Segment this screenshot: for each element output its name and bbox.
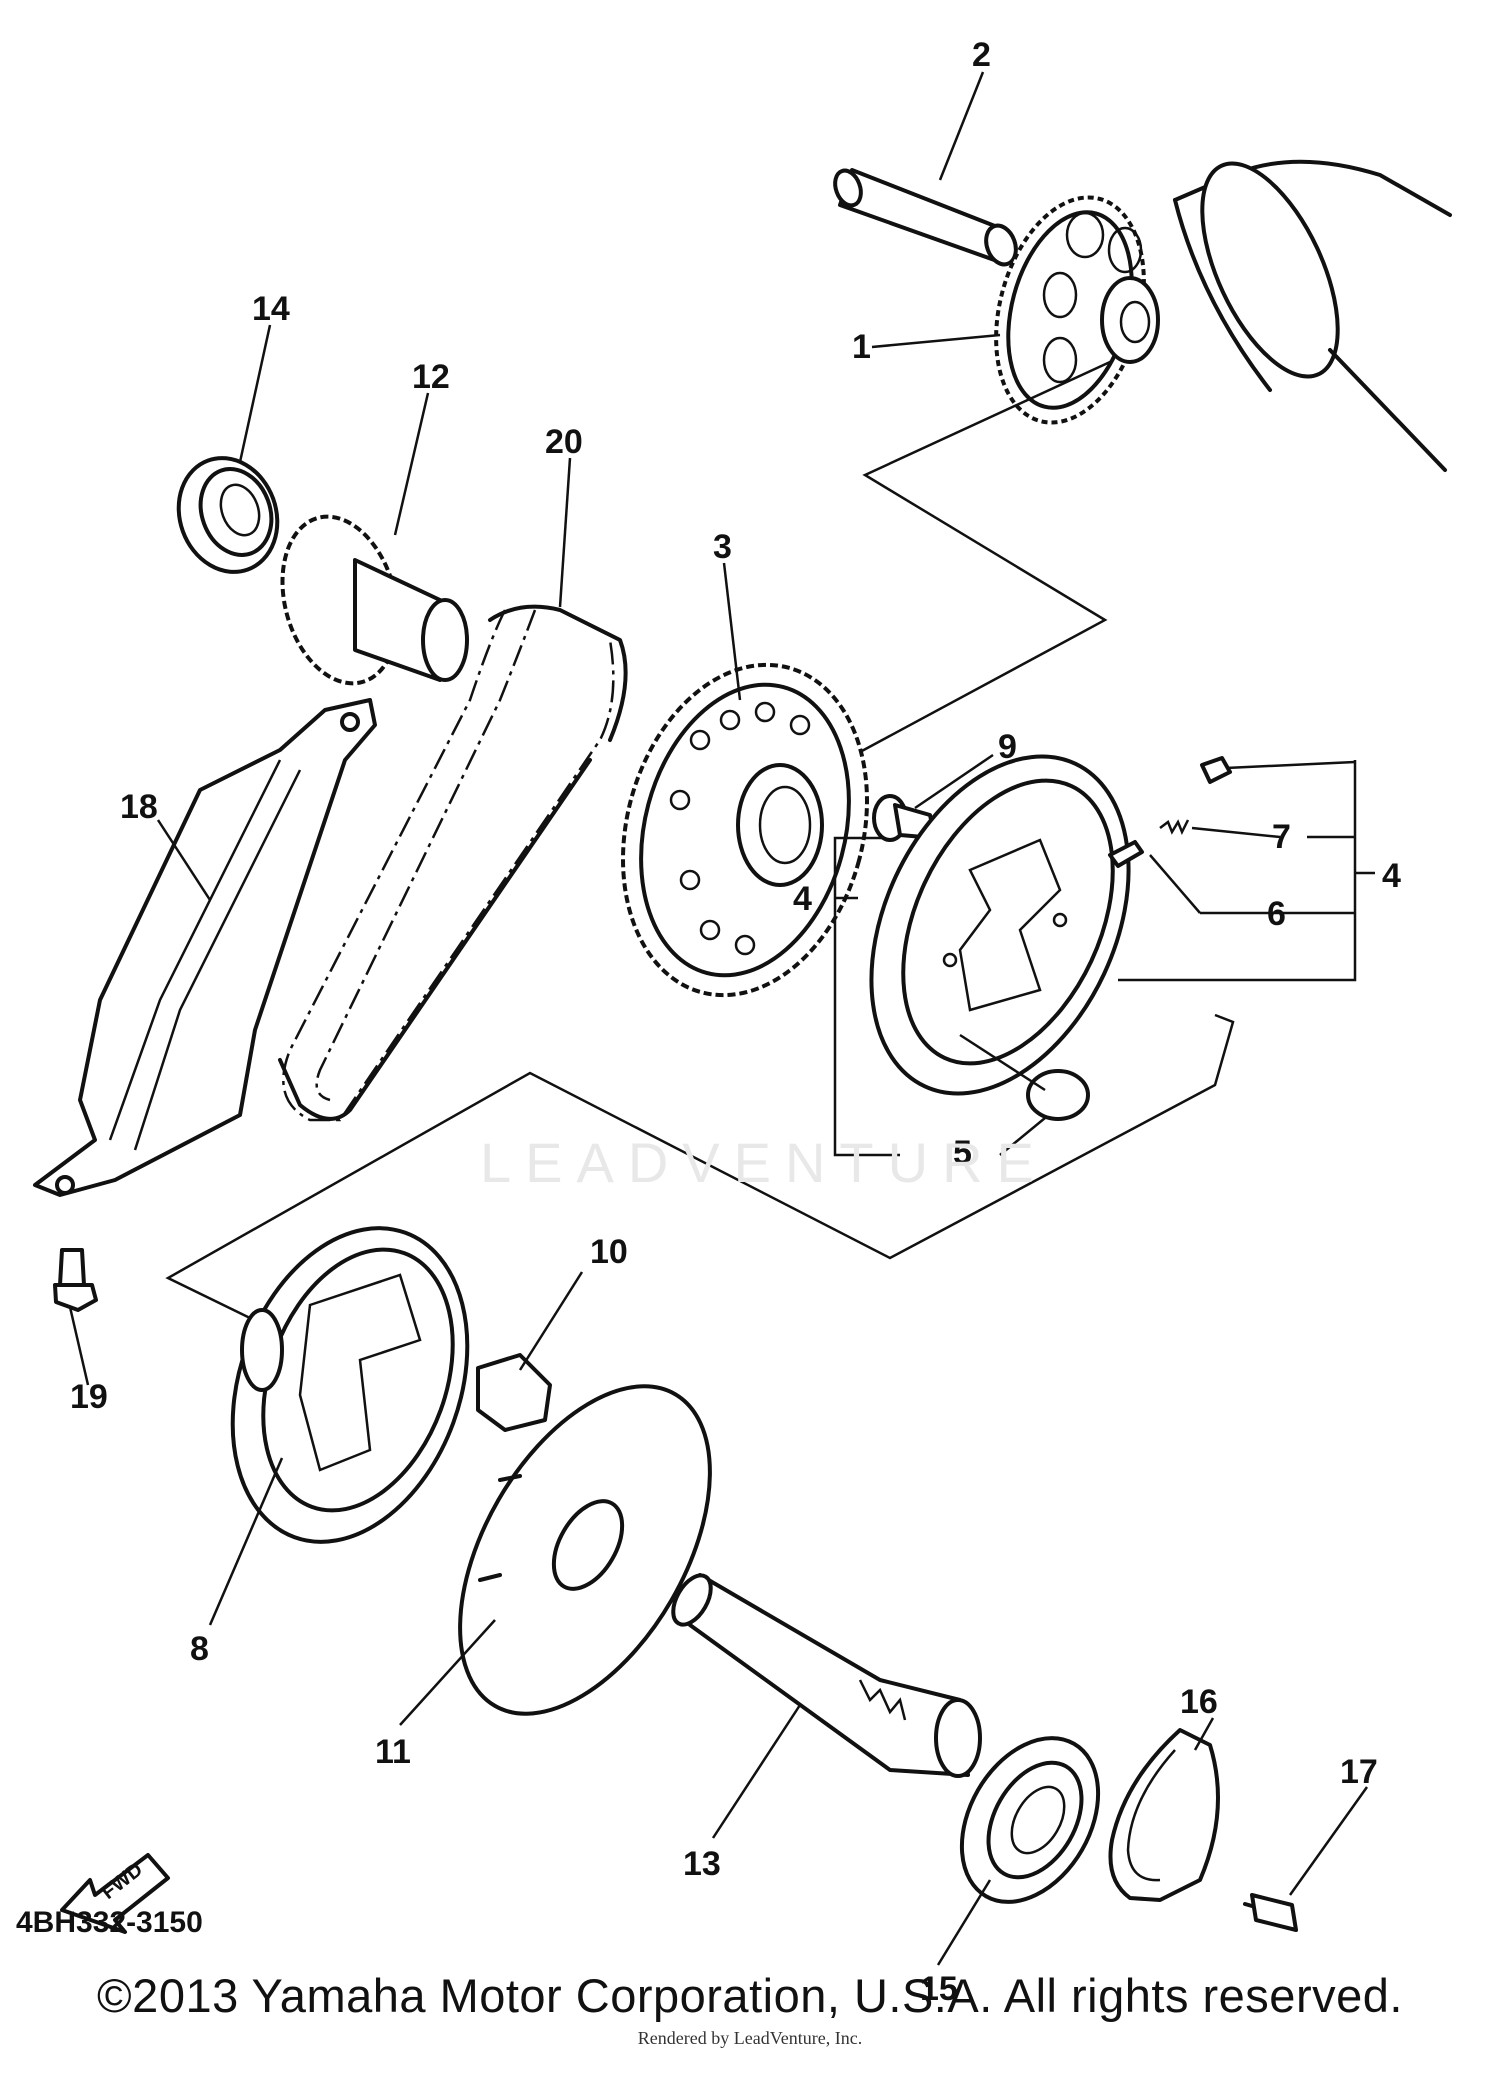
part-3-sprocket	[621, 662, 869, 998]
callout-6: 6	[1267, 895, 1286, 933]
part-18-chain-guide	[33, 698, 377, 1197]
callout-3: 3	[713, 528, 732, 566]
callout-11: 11	[375, 1733, 411, 1771]
part-13-shaft	[671, 1573, 982, 1778]
part-code: 4BH332-3150	[16, 1906, 203, 1939]
callout-numbers: 2 1 14 12 20 3 9 7 4 6 18 4 5 10 19 8 11…	[70, 36, 1401, 2008]
part-10-damper	[476, 1353, 552, 1432]
callout-20: 20	[545, 423, 583, 461]
callout-9: 9	[998, 728, 1017, 766]
fwd-arrow: FWD	[60, 1853, 170, 1934]
part-2-shaft	[833, 168, 1018, 267]
callout-19: 19	[70, 1378, 108, 1416]
leader-lines	[68, 71, 1369, 1966]
callout-8: 8	[190, 1630, 209, 1668]
part-19-bolt	[53, 1248, 98, 1312]
callout-16: 16	[1180, 1683, 1218, 1721]
copyright-footer: ©2013 Yamaha Motor Corporation, U.S.A. A…	[97, 1969, 1403, 2022]
part-8-clutch-housing	[230, 1226, 470, 1544]
part-5-roller	[1026, 1069, 1090, 1121]
part-14-bearing	[176, 456, 280, 574]
callout-15: 15	[920, 1970, 958, 2008]
callout-13: 13	[683, 1845, 721, 1883]
callout-12: 12	[412, 358, 450, 396]
callout-5: 5	[953, 1134, 972, 1172]
callout-17: 17	[1340, 1753, 1378, 1791]
part-6-7-pin-spring	[1108, 756, 1232, 868]
connection-lines	[165, 360, 1375, 1320]
callout-10: 10	[590, 1233, 628, 1271]
callout-7: 7	[1272, 818, 1291, 856]
part-11-plate	[458, 1384, 712, 1716]
part-12-gear	[280, 514, 469, 686]
callout-14: 14	[252, 290, 290, 328]
part-17-screw	[1243, 1893, 1298, 1932]
callout-1: 1	[852, 328, 871, 366]
callout-2: 2	[972, 36, 991, 74]
callout-18: 18	[120, 788, 158, 826]
rendered-by-note: Rendered by LeadVenture, Inc.	[637, 2028, 863, 2048]
part-16-retainer	[1108, 1728, 1220, 1902]
part-20-chain	[278, 604, 628, 1122]
part-1-idler-gear	[994, 195, 1160, 425]
starter-motor	[1173, 159, 1452, 472]
part-15-bearing	[959, 1736, 1101, 1904]
callout-4-right: 4	[1382, 857, 1401, 895]
leadventure-watermark: LEADVENTURE	[480, 1131, 1048, 1194]
part-4-clutch-assembly	[869, 754, 1131, 1096]
callout-4-left: 4	[793, 880, 812, 918]
